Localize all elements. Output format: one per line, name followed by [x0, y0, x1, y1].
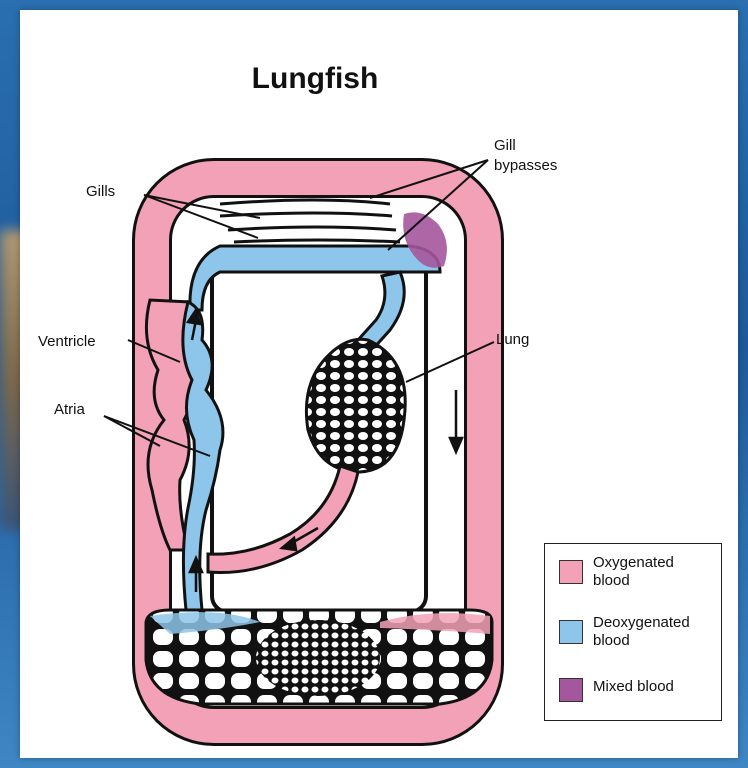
legend-label-deoxygenated-1: Deoxygenated — [593, 614, 703, 632]
label-gill-bypasses-1: Gill — [494, 137, 516, 154]
legend-item-oxygenated: Oxygenated blood — [559, 554, 703, 590]
legend-swatch-oxygenated — [559, 560, 583, 584]
diagram-card: Lungfish — [20, 10, 738, 758]
capillary-bed — [146, 610, 492, 704]
legend-swatch-deoxygenated — [559, 620, 583, 644]
gills-lines — [220, 200, 400, 242]
legend-swatch-mixed — [559, 678, 583, 702]
legend-label-deoxygenated-2: blood — [593, 632, 703, 650]
legend: Oxygenated blood Deoxygenated blood Mixe… — [544, 543, 722, 721]
legend-item-deoxygenated: Deoxygenated blood — [559, 614, 703, 650]
label-ventricle: Ventricle — [38, 333, 96, 350]
legend-label-oxygenated-1: Oxygenated — [593, 554, 703, 572]
label-atria: Atria — [54, 401, 86, 418]
legend-item-mixed: Mixed blood — [559, 678, 703, 702]
legend-label-oxygenated-2: blood — [593, 572, 703, 590]
label-lung: Lung — [496, 331, 529, 348]
label-gill-bypasses-2: bypasses — [494, 157, 557, 174]
label-gills: Gills — [86, 183, 115, 200]
legend-label-mixed: Mixed blood — [593, 678, 703, 696]
